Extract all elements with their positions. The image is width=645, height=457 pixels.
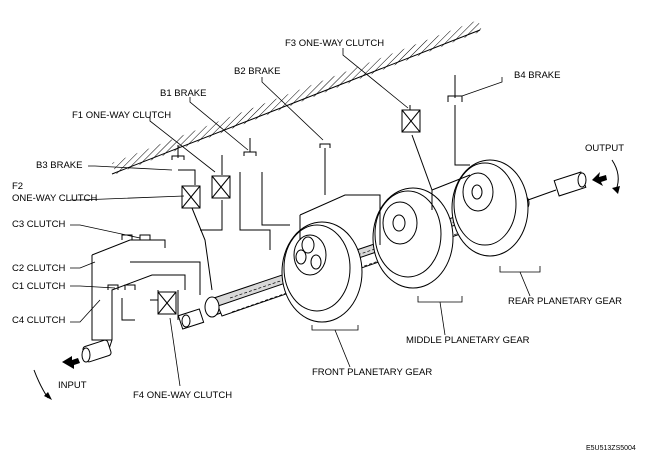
- figure-code: E5U513ZS5004: [586, 445, 636, 452]
- label-f1-one-way-clutch: F1 ONE-WAY CLUTCH: [72, 110, 171, 121]
- label-f3-one-way-clutch: F3 ONE-WAY CLUTCH: [285, 38, 384, 49]
- front-planetary-gear: [281, 221, 363, 323]
- label-middle-planetary-gear: MIDDLE PLANETARY GEAR: [406, 335, 530, 346]
- gear-group-brackets: [311, 266, 541, 368]
- one-way-clutch-boxes: [157, 109, 421, 315]
- rear-planetary-gear: [451, 159, 529, 257]
- label-b3-brake: B3 BRAKE: [36, 160, 82, 171]
- label-c3-clutch: C3 CLUTCH: [12, 219, 65, 230]
- label-c2-clutch: C2 CLUTCH: [12, 263, 65, 274]
- label-f2-line2: ONE-WAY CLUTCH: [12, 193, 97, 204]
- label-b4-brake: B4 BRAKE: [514, 70, 560, 81]
- f3-one-way-clutch-symbol: [401, 109, 421, 133]
- label-b1-brake: B1 BRAKE: [160, 88, 206, 99]
- output-arrow-icon: [592, 159, 620, 194]
- label-c1-clutch: C1 CLUTCH: [12, 281, 65, 292]
- middle-planetary-gear: [372, 187, 454, 289]
- brake-brackets: [107, 95, 463, 290]
- label-rear-planetary-gear: REAR PLANETARY GEAR: [508, 296, 622, 307]
- input-shaft: [81, 339, 112, 363]
- label-c4-clutch: C4 CLUTCH: [12, 315, 65, 326]
- f4-one-way-clutch-symbol: [157, 291, 177, 315]
- label-front-planetary-gear: FRONT PLANETARY GEAR: [312, 367, 432, 378]
- label-input: INPUT: [58, 380, 87, 391]
- output-shaft: [527, 171, 587, 201]
- f2-one-way-clutch-symbol: [181, 185, 201, 209]
- label-b2-brake: B2 BRAKE: [234, 66, 280, 77]
- label-f4-one-way-clutch: F4 ONE-WAY CLUTCH: [133, 390, 232, 401]
- label-f2-line1: F2: [12, 181, 23, 192]
- input-arrow-icon: [33, 356, 80, 400]
- leader-lines: [70, 48, 503, 387]
- f1-one-way-clutch-symbol: [211, 175, 231, 199]
- housing-ground: [111, 20, 482, 175]
- label-output: OUTPUT: [585, 143, 624, 154]
- linkage-lines: [91, 75, 471, 353]
